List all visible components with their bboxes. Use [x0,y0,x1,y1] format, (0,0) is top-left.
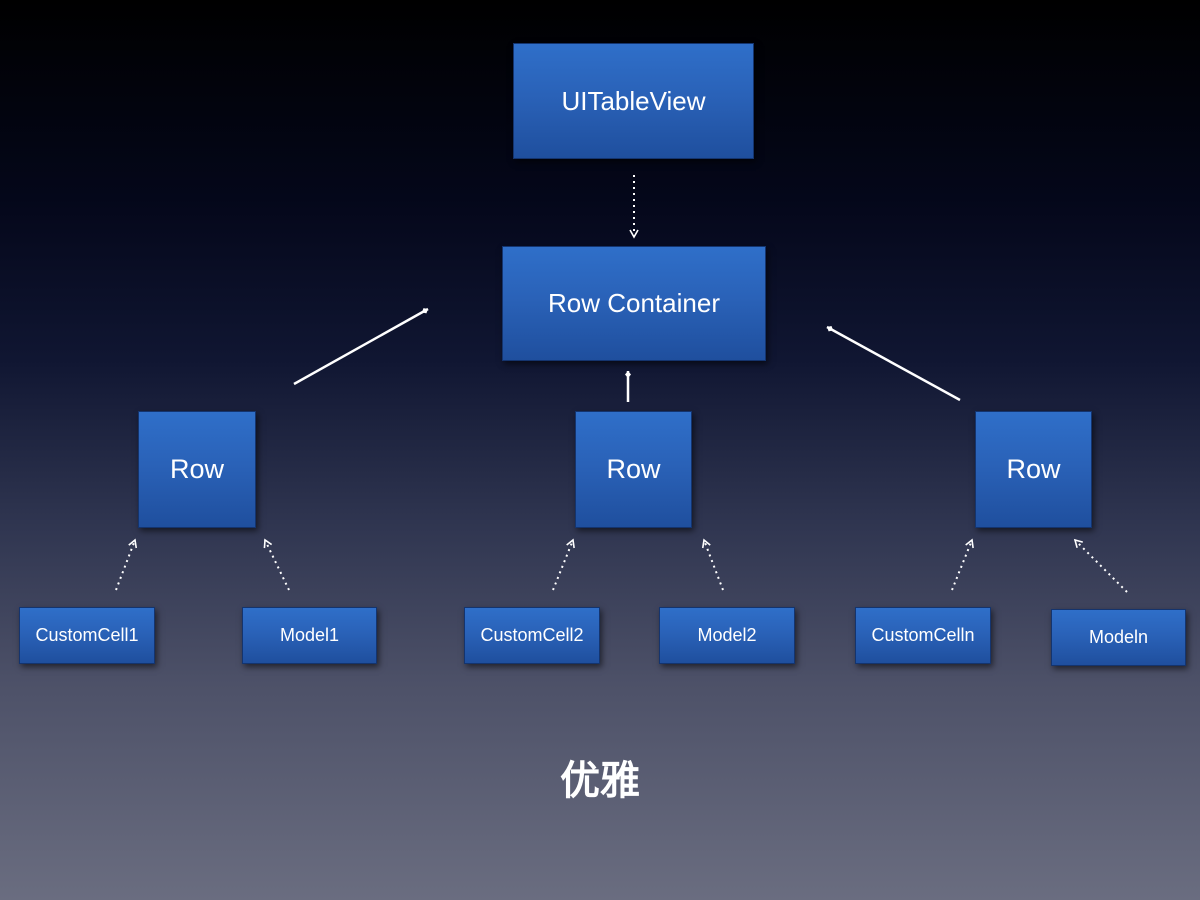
model-node-1: Model1 [242,607,377,664]
row-node-1: Row [138,411,256,528]
customcell-label-1: CustomCell1 [35,625,139,645]
aggregation-row1-to-container [293,307,429,386]
slide-caption: 优雅 [560,758,640,804]
model-label-n: Modeln [1088,627,1149,647]
customcell-node-2: CustomCell2 [464,607,600,664]
customcell-node-n: CustomCelln [855,607,991,664]
model-node-2: Model2 [659,607,795,664]
model-label-2: Model2 [697,625,757,645]
uitableview-label: UITableView [561,85,706,116]
arrow-model2-to-row [701,538,724,591]
customcell-label-2: CustomCell2 [480,625,584,645]
customcell-label-n: CustomCelln [871,625,975,645]
row-label-1: Row [169,454,224,484]
row-label-2: Row [606,454,661,484]
arrow-modeln-to-row [1073,538,1128,593]
row-container-node: Row Container [502,246,766,361]
arrow-customcell1-to-row [115,538,138,591]
row-node-2: Row [575,411,692,528]
row-container-label: Row Container [548,288,720,318]
row-node-3: Row [975,411,1092,528]
customcell-node-1: CustomCell1 [19,607,155,664]
model-label-1: Model1 [279,625,340,645]
arrow-customcelln-to-row [951,538,974,591]
arrow-customcell2-to-row [552,538,575,591]
arrow-model1-to-row [263,538,290,591]
uitableview-node: UITableView [513,43,754,159]
model-node-n: Modeln [1051,609,1186,666]
aggregation-row3-to-container [826,325,961,402]
row-label-3: Row [1006,454,1061,484]
